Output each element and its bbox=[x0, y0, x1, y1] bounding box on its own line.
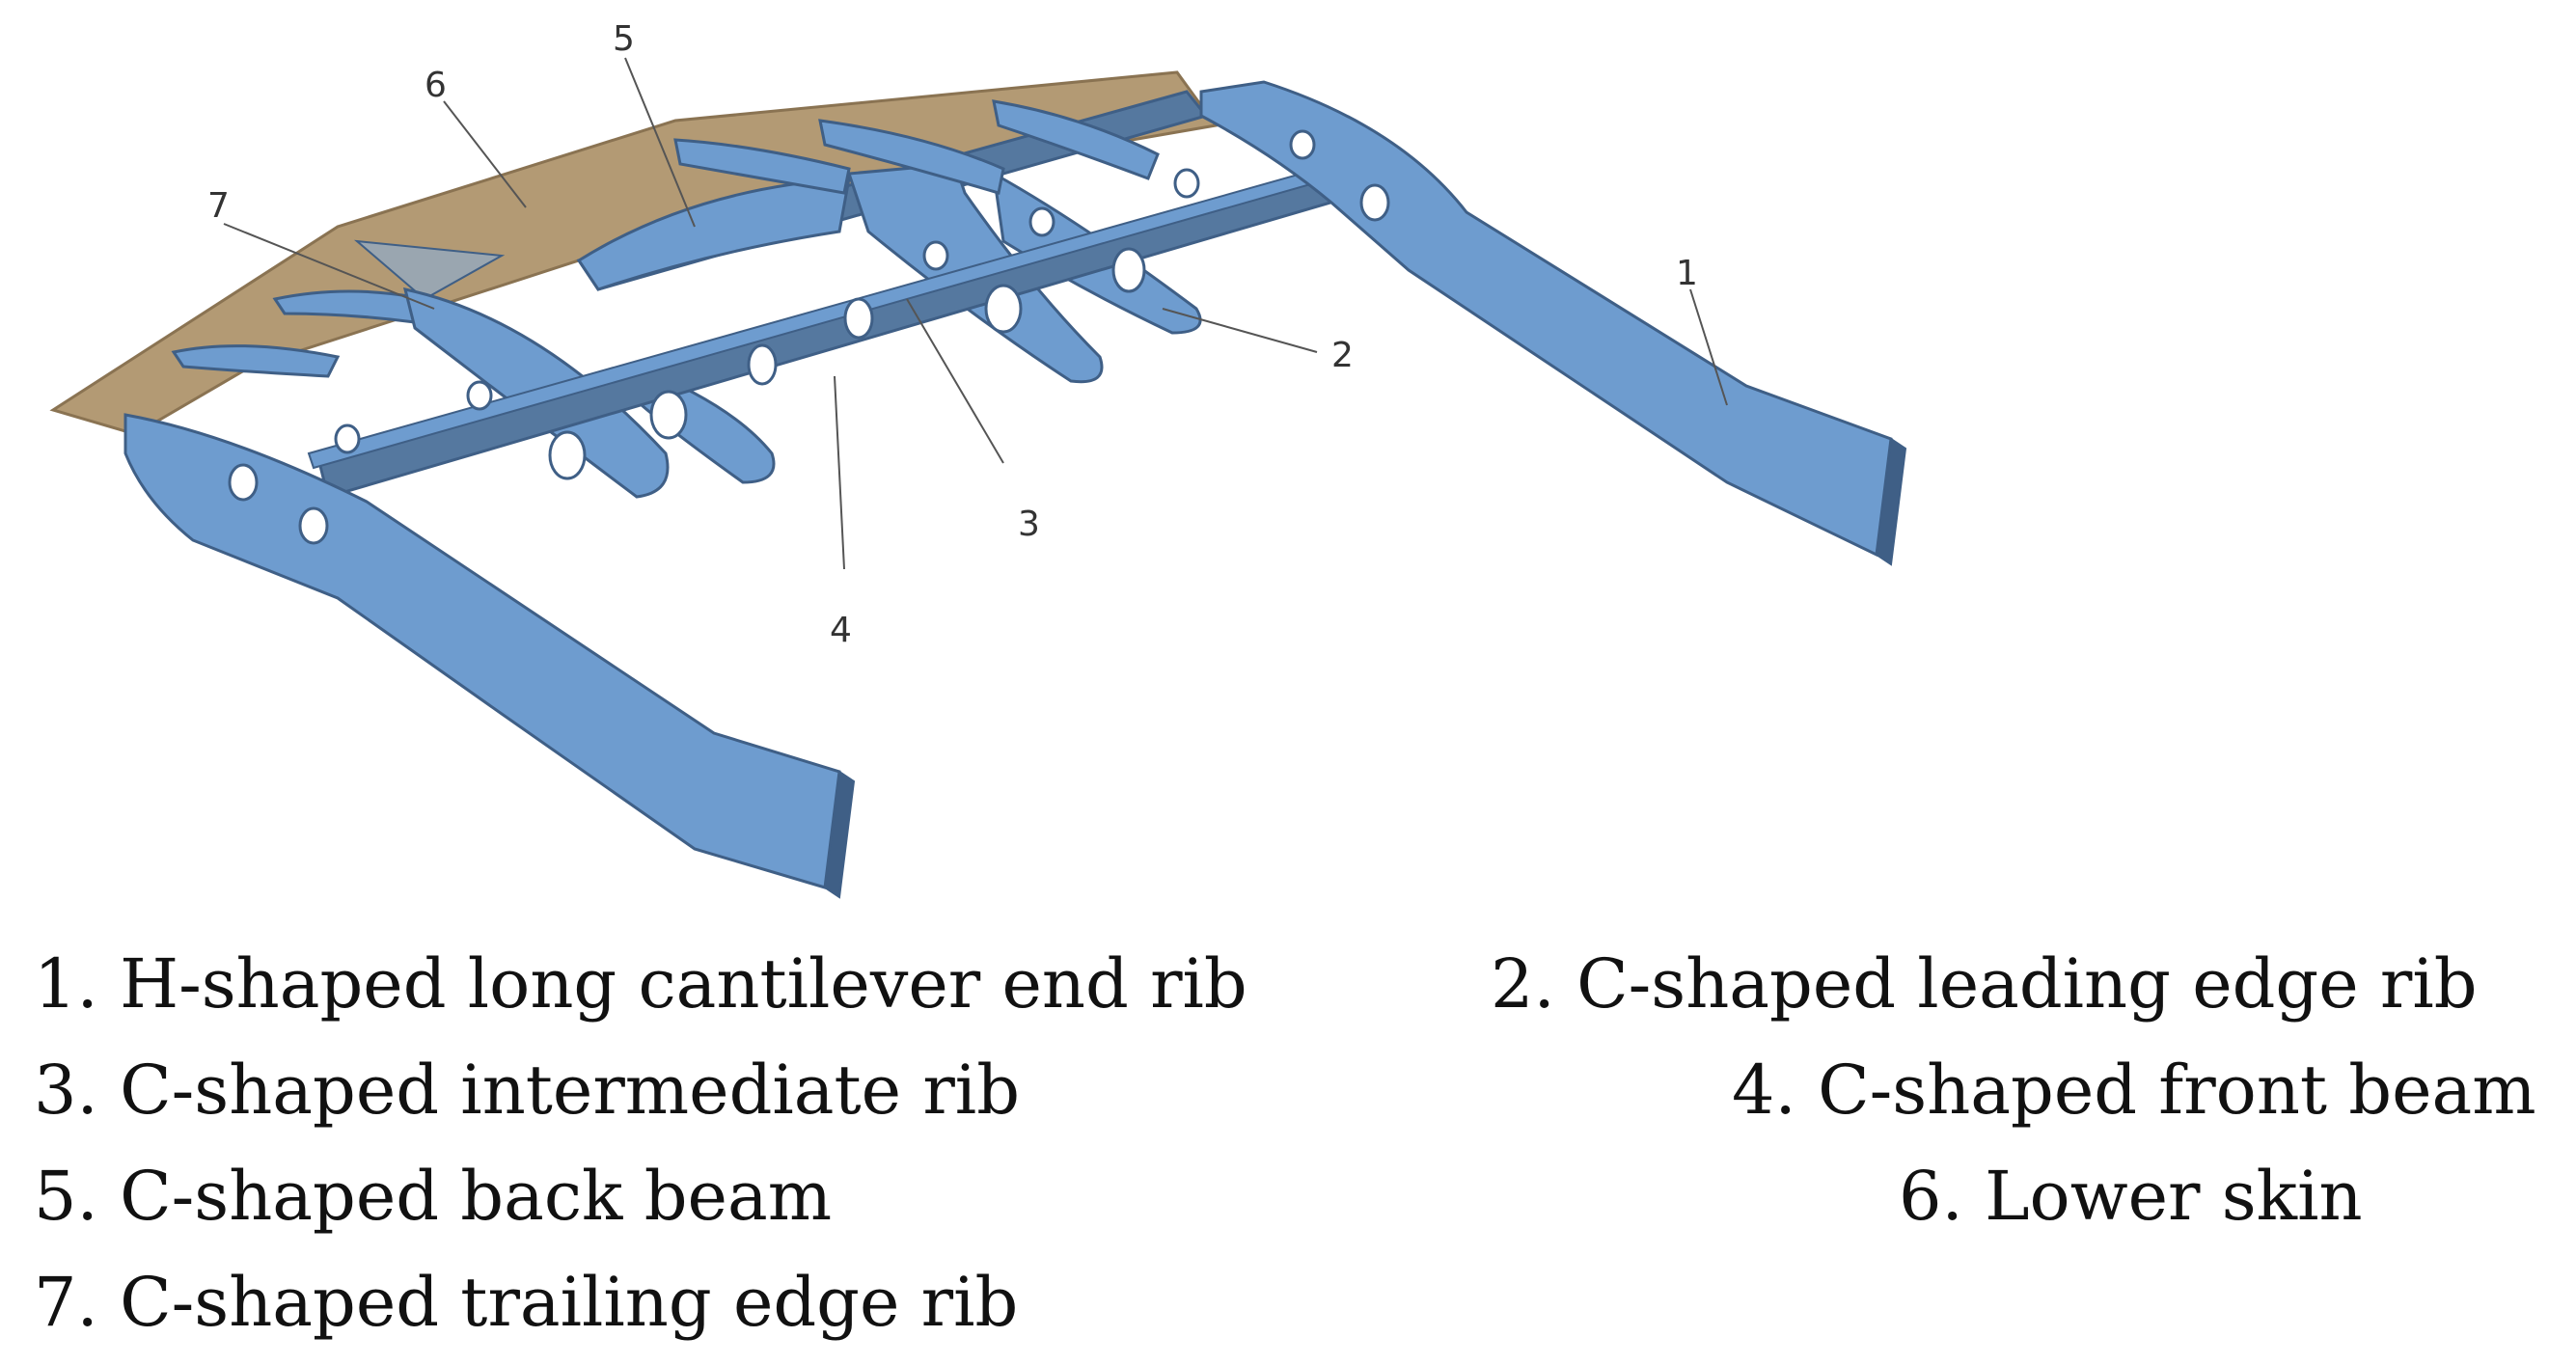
legend-text: Lower skin bbox=[1985, 1157, 2363, 1236]
legend-item-2: 2. C-shaped leading edge rib bbox=[1491, 950, 2478, 1018]
callout-7: 7 bbox=[207, 186, 230, 226]
legend-item-5: 5. C-shaped back beam bbox=[34, 1162, 832, 1230]
legend-number: 1. bbox=[34, 944, 98, 1024]
rib-top-2 bbox=[818, 119, 1005, 195]
legend-number: 4. bbox=[1732, 1051, 1796, 1130]
legend-number: 2. bbox=[1491, 944, 1555, 1024]
legend-text: C-shaped front beam bbox=[1818, 1051, 2536, 1130]
leader-7 bbox=[223, 223, 435, 310]
legend-text: C-shaped leading edge rib bbox=[1576, 944, 2478, 1024]
legend-text: C-shaped intermediate rib bbox=[120, 1051, 1020, 1130]
hole bbox=[1289, 129, 1316, 160]
legend-item-7: 7. C-shaped trailing edge rib bbox=[34, 1269, 1018, 1336]
callout-numbers: 1 2 3 4 5 6 7 bbox=[207, 19, 1698, 650]
callout-1: 1 bbox=[1676, 254, 1698, 293]
end-rib-left-face bbox=[823, 770, 856, 899]
hole bbox=[747, 343, 778, 386]
legend-text: C-shaped trailing edge rib bbox=[120, 1263, 1019, 1342]
callout-5: 5 bbox=[613, 19, 635, 59]
leader-1 bbox=[1689, 288, 1728, 406]
leader-4 bbox=[834, 375, 845, 570]
hole bbox=[649, 390, 688, 440]
hole bbox=[548, 430, 587, 480]
legend-number: 5. bbox=[34, 1157, 98, 1236]
leader-3 bbox=[906, 298, 1004, 464]
legend-number: 7. bbox=[34, 1263, 98, 1342]
rib-top-3 bbox=[992, 99, 1160, 180]
hole bbox=[466, 380, 493, 411]
legend-text: H-shaped long cantilever end rib bbox=[120, 944, 1247, 1024]
lightening-holes bbox=[228, 129, 1390, 545]
back-beam-web bbox=[576, 177, 851, 291]
hole bbox=[1111, 247, 1146, 293]
hole bbox=[1359, 183, 1390, 222]
trailing-gusset bbox=[353, 239, 506, 301]
legend-item-3: 3. C-shaped intermediate rib bbox=[34, 1056, 1020, 1124]
legend-text: C-shaped back beam bbox=[120, 1157, 833, 1236]
hole bbox=[1173, 168, 1200, 199]
leader-lines bbox=[223, 57, 1728, 570]
callout-2: 2 bbox=[1331, 336, 1354, 375]
hole bbox=[334, 423, 361, 454]
leader-2 bbox=[1162, 308, 1318, 353]
rib-trailing-1 bbox=[171, 344, 341, 378]
callout-3: 3 bbox=[1018, 505, 1040, 544]
hole bbox=[984, 284, 1023, 334]
legend-number: 3. bbox=[34, 1051, 98, 1130]
hole bbox=[298, 506, 329, 545]
callout-6: 6 bbox=[425, 66, 447, 105]
legend-number: 6. bbox=[1899, 1157, 1963, 1236]
rib-top-1 bbox=[673, 138, 851, 195]
end-rib-right-face bbox=[1875, 437, 1907, 566]
legend-item-6: 6. Lower skin bbox=[1899, 1162, 2363, 1230]
leader-6 bbox=[443, 100, 527, 208]
hole bbox=[922, 240, 949, 271]
legend-item-1: 1. H-shaped long cantilever end rib bbox=[34, 950, 1247, 1018]
legend-item-4: 4. C-shaped front beam bbox=[1732, 1056, 2536, 1124]
hole bbox=[843, 297, 874, 340]
hole bbox=[1028, 206, 1055, 237]
callout-4: 4 bbox=[830, 611, 852, 650]
leader-5 bbox=[624, 57, 696, 228]
hole bbox=[228, 463, 259, 502]
wing-structure-diagram: 1 2 3 4 5 6 7 bbox=[49, 19, 1907, 899]
